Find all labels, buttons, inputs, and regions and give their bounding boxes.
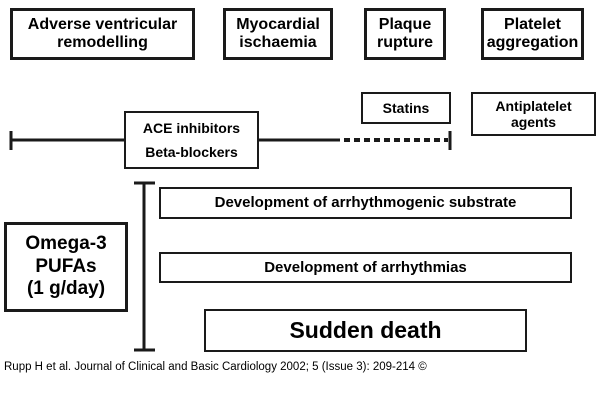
box-antiplatelet-agents: Antiplatelet agents — [471, 92, 596, 136]
box-arrhythmias: Development of arrhythmias — [159, 252, 572, 283]
box-label-line2: ischaemia — [239, 34, 317, 51]
box-label-line2: remodelling — [57, 34, 148, 51]
box-label-line1: Adverse ventricular — [27, 15, 178, 33]
statins-label: Statins — [382, 99, 430, 116]
sudden-death-label: Sudden death — [289, 317, 442, 344]
box-label-line2: rupture — [377, 34, 433, 51]
omega-line2: PUFAs — [35, 255, 97, 277]
box-statins: Statins — [361, 92, 451, 124]
citation-caption: Rupp H et al. Journal of Clinical and Ba… — [4, 361, 427, 373]
ace-inhibitors-label: ACE inhibitors — [142, 119, 241, 136]
box-label-line1: Plaque — [378, 15, 432, 33]
box-sudden-death: Sudden death — [204, 309, 527, 352]
beta-blockers-label: Beta-blockers — [145, 143, 238, 160]
box-plaque-rupture: Plaque rupture — [364, 8, 446, 60]
box-platelet-aggregation: Platelet aggregation — [481, 8, 584, 60]
omega-line1: Omega-3 — [25, 232, 107, 254]
arrhythmias-label: Development of arrhythmias — [264, 258, 467, 276]
box-adverse-ventricular-remodelling: Adverse ventricular remodelling — [10, 8, 195, 60]
antiplatelet-label-line2: agents — [510, 114, 557, 130]
box-omega-3-pufas: Omega-3 PUFAs (1 g/day) — [4, 222, 128, 312]
box-ace-beta: ACE inhibitors Beta-blockers — [124, 111, 259, 169]
antiplatelet-label-line1: Antiplatelet — [495, 97, 572, 114]
box-arrhythmogenic-substrate: Development of arrhythmogenic substrate — [159, 187, 572, 219]
box-label-line2: aggregation — [486, 34, 579, 51]
box-label-line1: Platelet — [504, 15, 561, 33]
box-label-line1: Myocardial — [236, 15, 320, 33]
substrate-label: Development of arrhythmogenic substrate — [214, 194, 517, 212]
box-myocardial-ischaemia: Myocardial ischaemia — [223, 8, 333, 60]
omega-line3: (1 g/day) — [26, 278, 106, 300]
